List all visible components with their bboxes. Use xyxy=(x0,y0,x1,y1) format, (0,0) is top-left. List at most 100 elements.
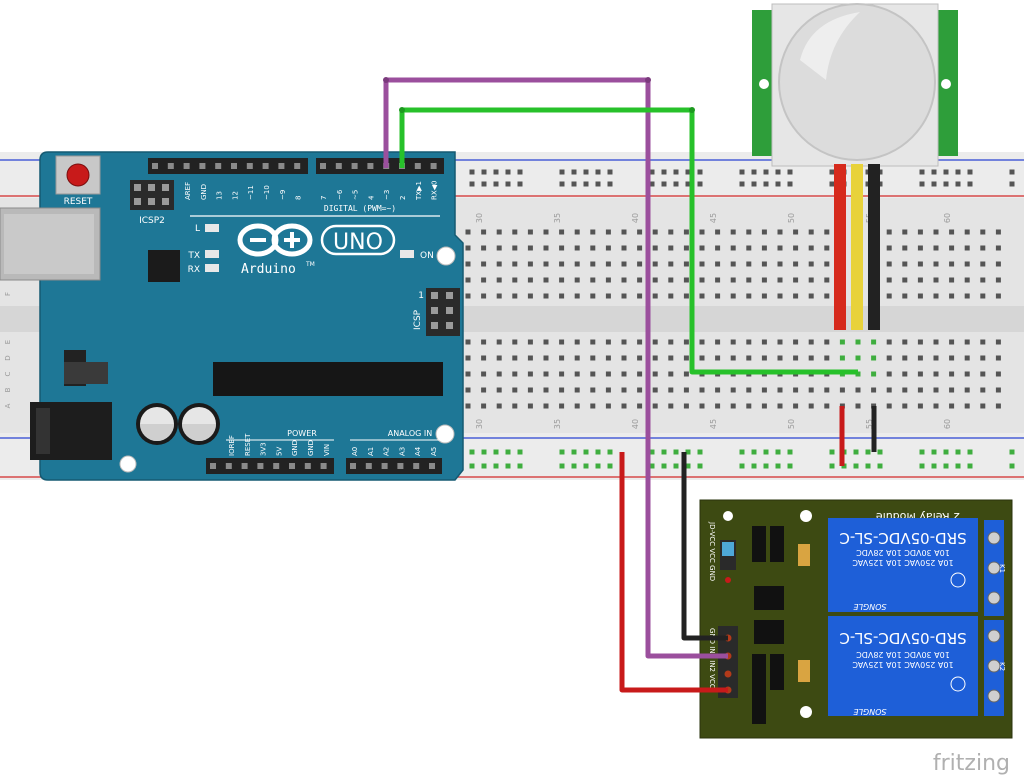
breadboard-hole xyxy=(590,229,596,235)
led-tx xyxy=(205,250,219,258)
rail-hole xyxy=(877,463,883,469)
rail-hole xyxy=(661,449,667,455)
rail-hole xyxy=(829,169,835,175)
power-header[interactable] xyxy=(206,458,334,474)
breadboard-hole xyxy=(590,293,596,299)
breadboard-hole xyxy=(917,339,923,345)
reset-button[interactable] xyxy=(66,163,90,187)
breadboard-hole xyxy=(590,371,596,377)
breadboard-hole xyxy=(621,403,627,409)
header-pin xyxy=(397,463,404,469)
breadboard-hole xyxy=(839,387,845,393)
smd-led-1 xyxy=(798,544,810,566)
breadboard-hole xyxy=(730,355,736,361)
breadboard-hole xyxy=(808,261,814,267)
breadboard-hole xyxy=(465,245,471,251)
breadboard-hole xyxy=(715,277,721,283)
rail-hole xyxy=(739,463,745,469)
breadboard-hole xyxy=(871,355,877,361)
rail-hole xyxy=(943,463,949,469)
breadboard-hole xyxy=(559,387,565,393)
breadboard-hole xyxy=(730,229,736,235)
breadboard-hole xyxy=(824,403,830,409)
breadboard-hole xyxy=(699,387,705,393)
breadboard-hole xyxy=(949,293,955,299)
breadboard-hole xyxy=(699,355,705,361)
wire-red-5v-to-vcc[interactable] xyxy=(619,452,728,693)
breadboard-hole xyxy=(949,387,955,393)
breadboard-hole xyxy=(808,387,814,393)
wire-black-gnd-to-relay-gnd[interactable] xyxy=(681,452,728,641)
breadboard-hole xyxy=(465,293,471,299)
rail-hole xyxy=(955,169,961,175)
breadboard-hole xyxy=(574,355,580,361)
breadboard-hole xyxy=(980,261,986,267)
breadboard-column-label: 45 xyxy=(709,419,718,429)
digital-header-high[interactable] xyxy=(148,158,308,174)
breadboard-hole xyxy=(793,355,799,361)
relay-2-terminal-block[interactable] xyxy=(984,620,1004,716)
led-tx-label: TX xyxy=(187,251,200,261)
header-pin xyxy=(430,163,437,169)
pin-label: A2 xyxy=(383,447,391,456)
breadboard-hole xyxy=(527,371,533,377)
rail-hole xyxy=(595,449,601,455)
breadboard-hole xyxy=(512,387,518,393)
breadboard-hole xyxy=(496,229,502,235)
rail-hole xyxy=(943,181,949,187)
breadboard-hole xyxy=(543,293,549,299)
rail-hole xyxy=(775,449,781,455)
diode-3 xyxy=(752,654,766,690)
usb-connector-face xyxy=(4,214,94,274)
rail-hole xyxy=(685,463,691,469)
breadboard-hole xyxy=(933,277,939,283)
breadboard-hole xyxy=(699,339,705,345)
analog-label: ANALOG IN xyxy=(388,429,433,438)
header-pin xyxy=(273,463,280,469)
rail-hole xyxy=(481,449,487,455)
header-pin xyxy=(367,163,374,169)
reset-label: RESET xyxy=(64,197,93,207)
breadboard-hole xyxy=(777,261,783,267)
breadboard-hole xyxy=(652,371,658,377)
rail-hole xyxy=(493,449,499,455)
digital-header-low[interactable] xyxy=(316,158,444,174)
breadboard-hole xyxy=(761,387,767,393)
breadboard-hole xyxy=(683,355,689,361)
rail-hole xyxy=(931,463,937,469)
icsp-label: ICSP xyxy=(413,309,423,330)
header-pin xyxy=(335,163,342,169)
pir-lead-out xyxy=(851,164,863,330)
breadboard-hole xyxy=(886,229,892,235)
breadboard-hole xyxy=(793,403,799,409)
icsp-header[interactable] xyxy=(426,288,460,336)
rail-hole xyxy=(697,463,703,469)
pin-label: ~6 xyxy=(336,189,344,200)
header-pin xyxy=(246,163,253,169)
breadboard-hole xyxy=(652,339,658,345)
breadboard-hole xyxy=(512,339,518,345)
header-pin xyxy=(294,163,301,169)
breadboard-hole xyxy=(465,261,471,267)
rail-hole xyxy=(517,463,523,469)
breadboard-hole xyxy=(699,245,705,251)
rail-hole xyxy=(775,463,781,469)
rail-hole xyxy=(493,181,499,187)
breadboard-hole xyxy=(574,245,580,251)
breadboard-hole xyxy=(761,355,767,361)
icsp-pin1-label: 1 xyxy=(418,291,424,301)
rail-hole xyxy=(763,169,769,175)
icsp2-header[interactable] xyxy=(130,180,174,210)
pin-label: 2 xyxy=(399,196,407,200)
header-pin xyxy=(199,163,206,169)
pin-label: AREF xyxy=(184,182,192,200)
wire-bend-point-green-2 xyxy=(689,107,695,113)
breadboard-row-label: B xyxy=(4,387,12,392)
breadboard-hole xyxy=(637,371,643,377)
analog-header[interactable] xyxy=(346,458,442,474)
breadboard-hole xyxy=(808,339,814,345)
breadboard-hole xyxy=(995,339,1001,345)
jd-vcc-jumper[interactable] xyxy=(720,540,736,583)
relay-1-terminal-block[interactable] xyxy=(984,520,1004,616)
